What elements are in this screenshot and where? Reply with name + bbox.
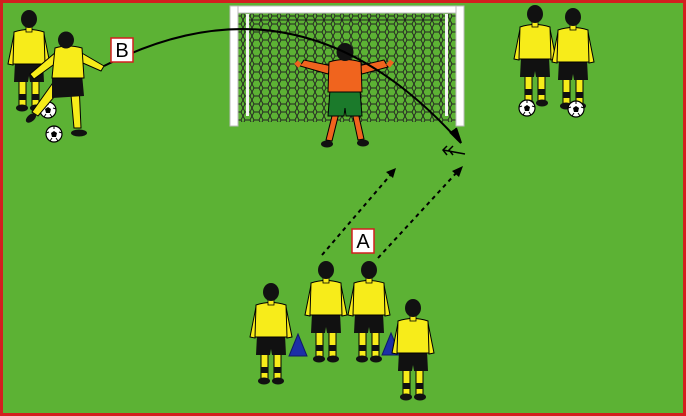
- label-a: A: [352, 229, 374, 253]
- soccer-ball-icon: [46, 126, 62, 142]
- svg-text:A: A: [356, 231, 370, 253]
- svg-text:B: B: [115, 40, 128, 62]
- soccer-ball-icon: [519, 100, 535, 116]
- label-b: B: [111, 38, 133, 62]
- soccer-ball-icon: [568, 101, 584, 117]
